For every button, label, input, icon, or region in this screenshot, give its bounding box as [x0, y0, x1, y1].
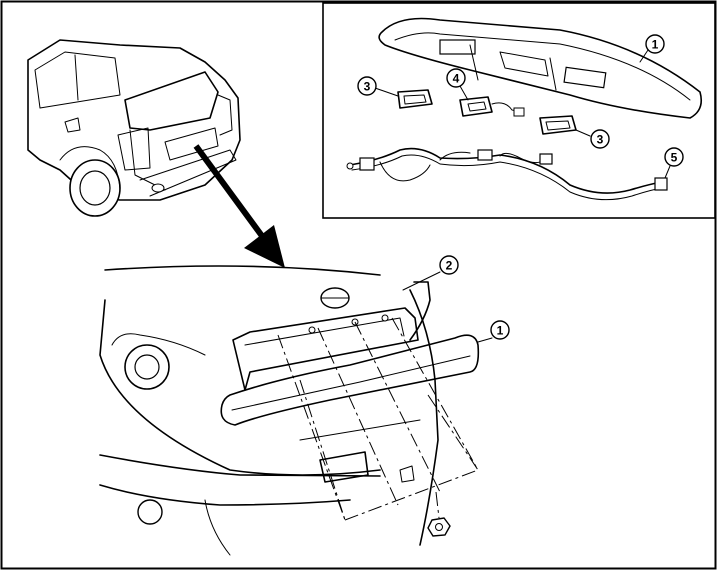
callout-1-main: 1: [490, 320, 510, 340]
vehicle-overview: [27, 39, 241, 217]
inset-lamp-switch: [459, 96, 525, 117]
main-nut: [427, 517, 451, 537]
callout-number: 5: [671, 151, 678, 165]
callout-1-inset: 1: [645, 34, 665, 54]
callout-4: 4: [446, 68, 466, 88]
callout-number: 3: [364, 80, 371, 94]
main-bracket: [232, 307, 419, 391]
callout-5: 5: [664, 147, 684, 167]
callout-2: 2: [439, 255, 459, 275]
projection-lines: [277, 317, 479, 521]
main-finisher: [220, 334, 480, 426]
callout-number: 3: [597, 133, 604, 147]
pointer-arrow: [193, 144, 285, 268]
main-license-lamp: [299, 419, 421, 483]
callout-number: 1: [652, 38, 659, 52]
inset-finisher: [378, 17, 703, 119]
main-bodywork: [99, 265, 439, 556]
callout-number: 4: [453, 72, 460, 86]
callout-3-right: 3: [590, 129, 610, 149]
inset-harness: [346, 147, 668, 201]
callout-number: 1: [497, 324, 504, 338]
callout-3-left: 3: [357, 76, 377, 96]
callout-number: 2: [446, 259, 453, 273]
inset-lamp-left: [397, 89, 433, 109]
